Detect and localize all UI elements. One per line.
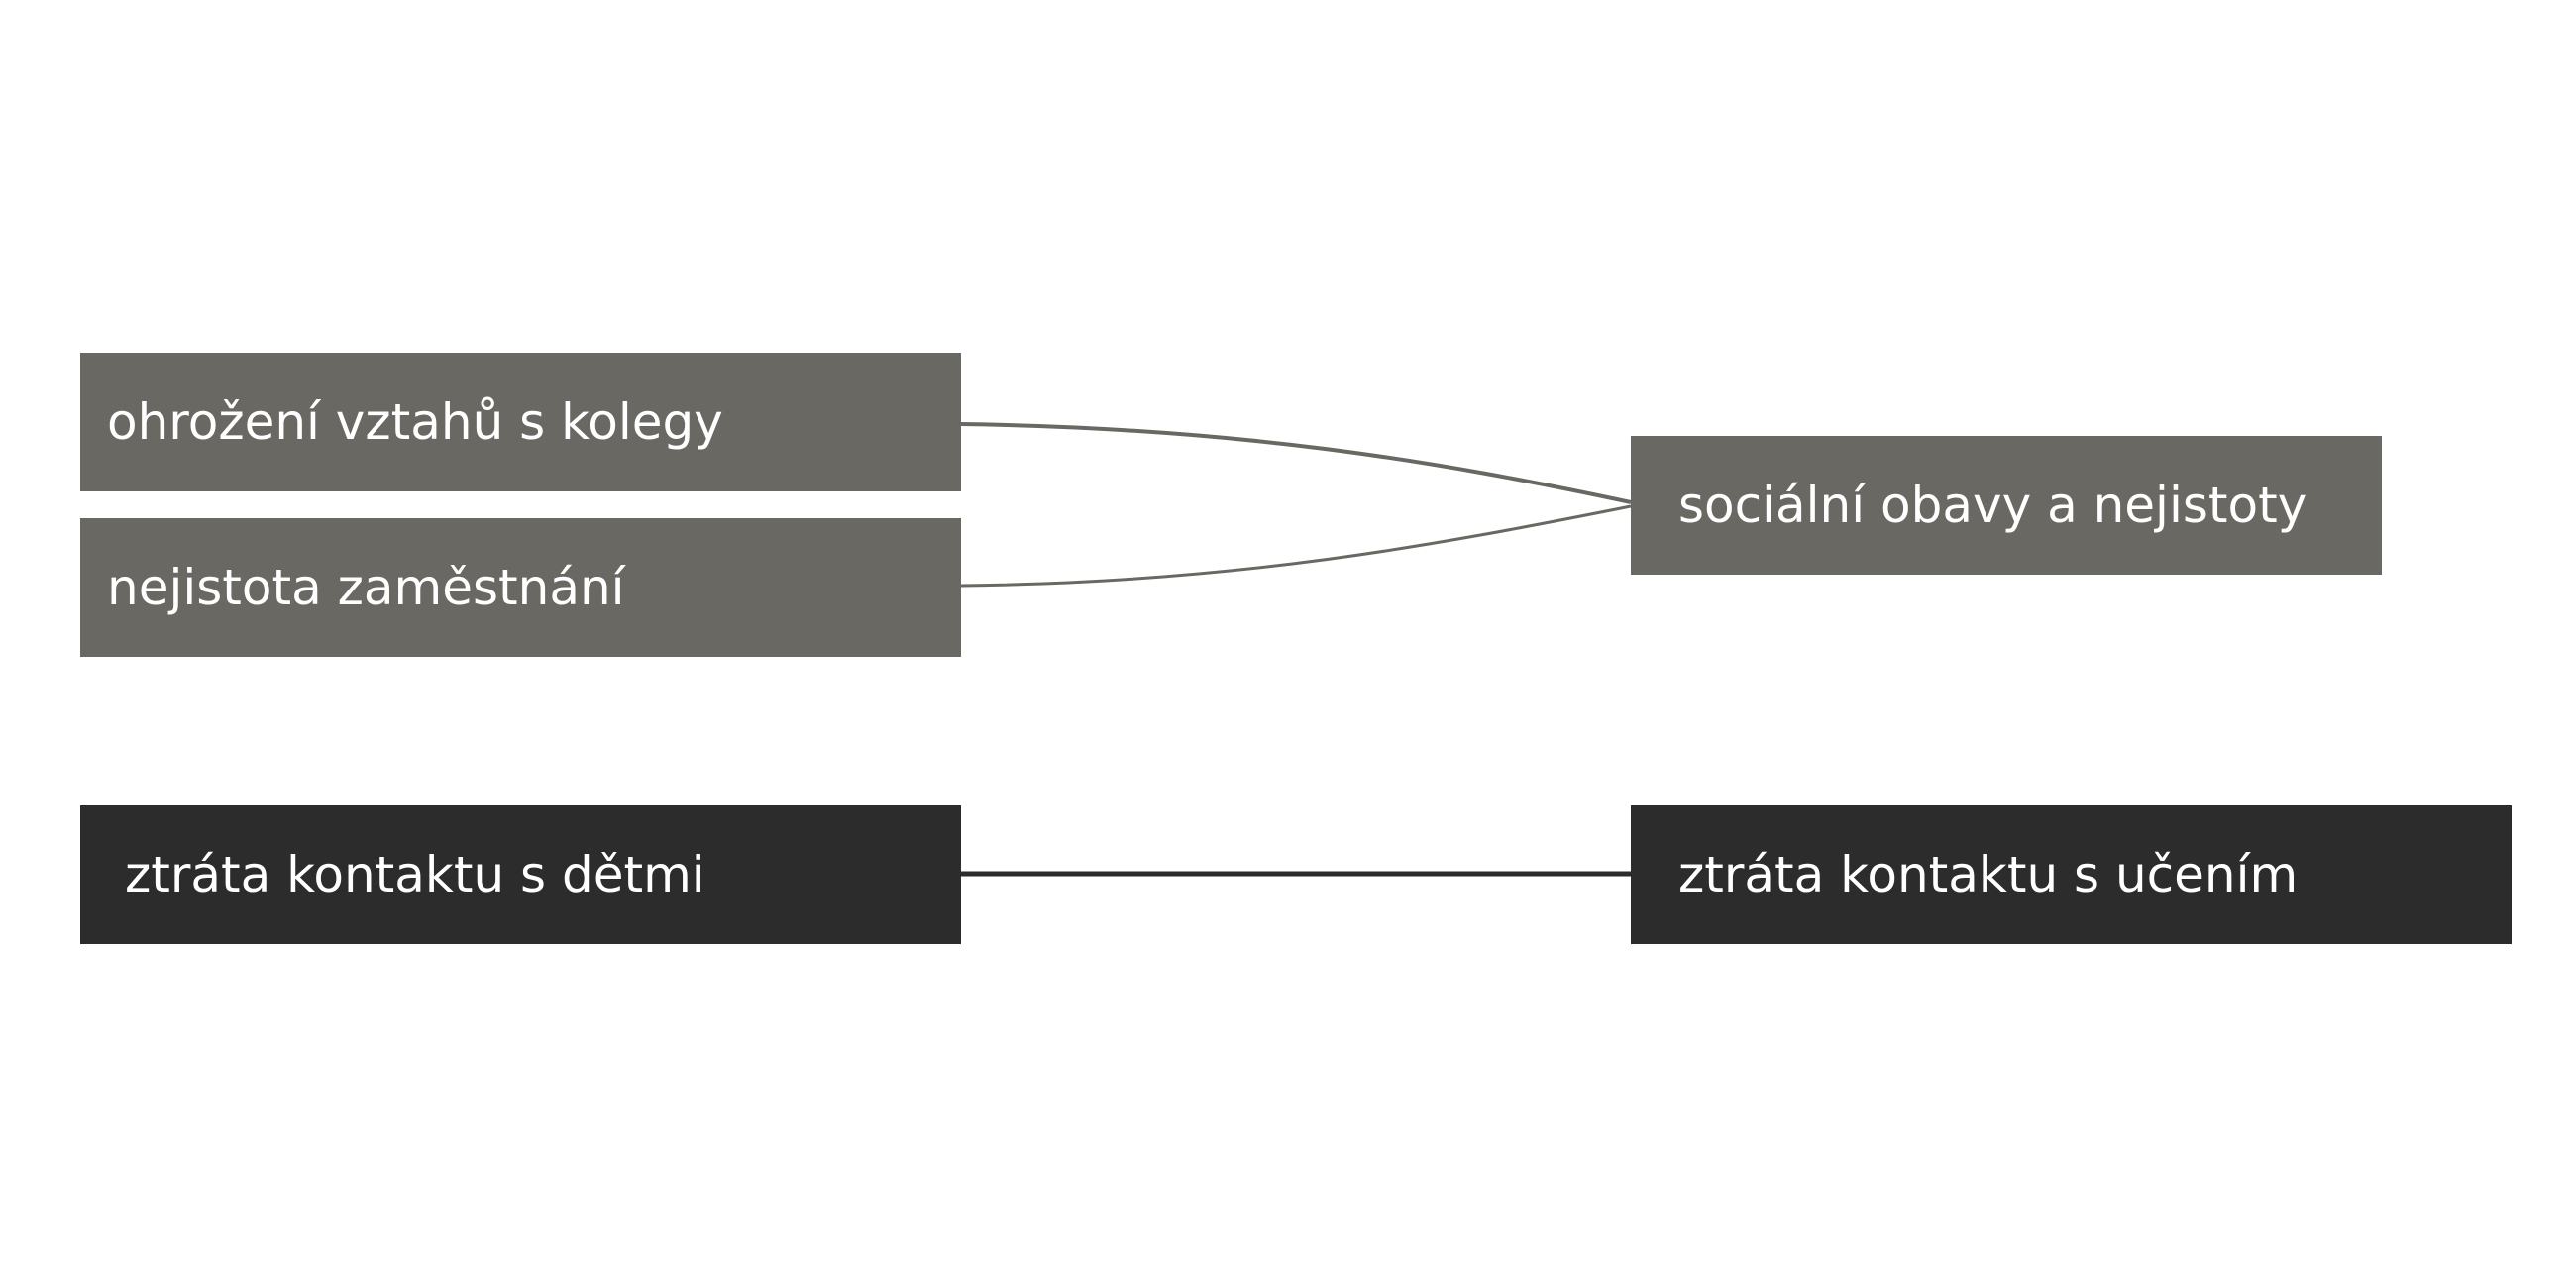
edge-threat-colleagues-to-social-concerns (960, 422, 1632, 504)
node-label: ztráta kontaktu s učením (1678, 846, 2299, 904)
edge-job-insecurity-to-social-concerns (960, 504, 1632, 588)
node-job-insecurity[interactable]: nejistota zaměstnání (80, 518, 961, 657)
node-loss-children[interactable]: ztráta kontaktu s dětmi (80, 805, 961, 944)
node-social-concerns[interactable]: sociální obavy a nejistoty (1631, 436, 2382, 575)
node-label: sociální obavy a nejistoty (1678, 477, 2308, 534)
node-threat-colleagues[interactable]: ohrožení vztahů s kolegy (80, 353, 961, 491)
node-label: nejistota zaměstnání (107, 559, 625, 616)
node-loss-learning[interactable]: ztráta kontaktu s učením (1631, 805, 2512, 944)
node-label: ztráta kontaktu s dětmi (125, 846, 705, 904)
node-label: ohrožení vztahů s kolegy (107, 393, 723, 451)
